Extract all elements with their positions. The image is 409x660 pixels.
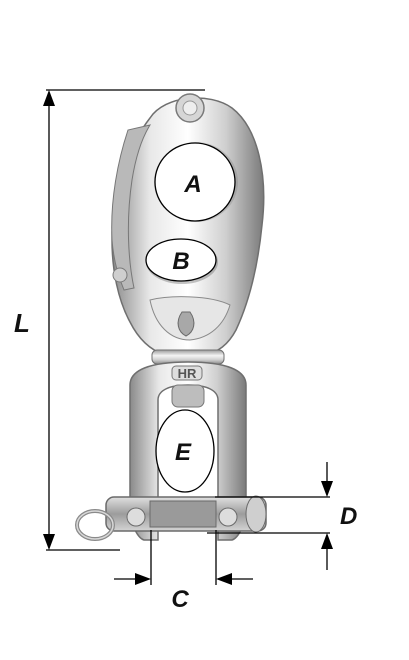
label-D: D xyxy=(340,503,357,530)
clevis-pin xyxy=(105,495,267,533)
d-arrow-bottom xyxy=(321,533,333,549)
label-B: B xyxy=(172,248,189,275)
l-arrow-top xyxy=(43,90,55,106)
engraving-text: HR xyxy=(178,366,197,381)
label-E: E xyxy=(175,439,192,466)
label-A: A xyxy=(183,171,201,198)
b-ellipse xyxy=(145,238,217,282)
dimension-L: L xyxy=(14,89,205,551)
a-ellipse xyxy=(154,142,236,222)
e-ellipse xyxy=(155,409,215,493)
dimension-D: D xyxy=(207,462,357,570)
d-arrow-top xyxy=(321,481,333,497)
l-arrow-bottom xyxy=(43,534,55,550)
dimension-B: B xyxy=(145,238,217,282)
snap-shackle-body xyxy=(111,93,265,356)
label-C: C xyxy=(171,586,189,613)
dimension-A: A xyxy=(154,142,236,222)
label-L: L xyxy=(14,308,30,338)
c-arrow-left xyxy=(135,573,151,585)
split-ring xyxy=(75,509,115,541)
dimension-C: C xyxy=(114,530,253,613)
dimension-E: E xyxy=(155,409,215,493)
c-arrow-right xyxy=(216,573,232,585)
